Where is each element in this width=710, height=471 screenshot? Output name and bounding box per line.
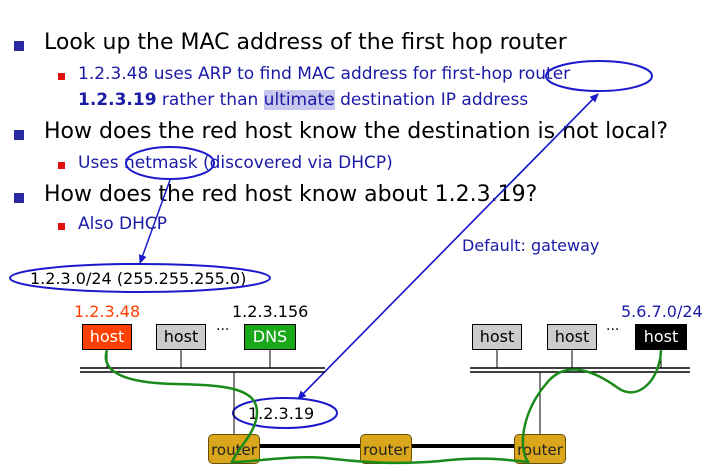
bullet-2: How does the red host know the destinati… <box>44 119 669 144</box>
dns-server: DNS <box>244 324 296 350</box>
subnet-ellipse <box>9 263 271 293</box>
host: host <box>547 324 597 350</box>
destination-host: host <box>635 324 687 350</box>
default-gateway-label: Default: gateway <box>462 236 600 255</box>
bullet-marker <box>14 41 24 51</box>
router-middle: router <box>360 434 412 464</box>
right-subnet-label: 5.6.7.0/24 <box>621 302 703 321</box>
dns-ip: 1.2.3.156 <box>232 302 309 321</box>
sub-bullet-marker <box>58 73 65 80</box>
gateway-arrow-down <box>297 93 599 400</box>
host: host <box>156 324 206 350</box>
gateway-ip-ellipse <box>232 397 338 429</box>
ellipsis: ··· <box>216 322 230 338</box>
router-ellipse <box>545 60 653 92</box>
highlighted-word: ultimate <box>263 90 335 110</box>
bullet-3: How does the red host know about 1.2.3.1… <box>44 182 538 207</box>
router-gateway: router <box>208 434 260 464</box>
bullet-1-sub-b: 1.2.3.19 rather than ultimate destinatio… <box>78 90 528 110</box>
red-host-ip: 1.2.3.48 <box>74 302 141 321</box>
red-host: host <box>82 324 132 350</box>
text-fragment: Uses <box>78 153 125 173</box>
packet-path <box>104 349 663 465</box>
text-fragment: destination IP address <box>334 90 529 110</box>
sub-bullet-marker <box>58 162 65 169</box>
host: host <box>472 324 522 350</box>
bullet-2-sub: Uses netmask (discovered via DHCP) <box>78 153 393 173</box>
bullet-1: Look up the MAC address of the first hop… <box>44 30 567 55</box>
netmask-ellipse <box>125 146 215 180</box>
bullet-1-sub-a: 1.2.3.48 uses ARP to find MAC address fo… <box>78 64 571 84</box>
subnet-label: 1.2.3.0/24 (255.255.255.0) <box>30 269 247 288</box>
text-fragment: (discovered via DHCP) <box>197 153 393 173</box>
text-fragment: rather than <box>156 90 264 110</box>
gateway-ip-bold: 1.2.3.19 <box>78 90 157 110</box>
bullet-marker <box>14 130 24 140</box>
ellipsis: ··· <box>606 322 620 338</box>
bullet-3-sub: Also DHCP <box>78 214 168 234</box>
gateway-ip-label: 1.2.3.19 <box>248 404 315 423</box>
netmask-word: netmask <box>124 153 198 173</box>
netmask-arrow <box>138 179 171 264</box>
bullet-marker <box>14 193 24 203</box>
sub-bullet-marker <box>58 223 65 230</box>
